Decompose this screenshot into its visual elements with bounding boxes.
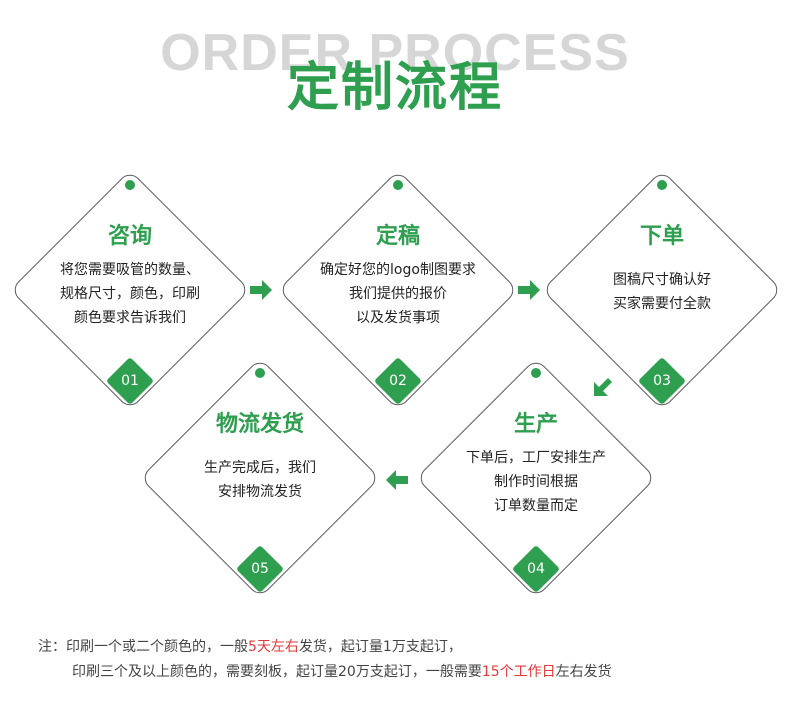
- step-description-line: 图稿尺寸确认好: [613, 272, 711, 288]
- arrow-left-icon: [386, 470, 408, 490]
- hang-hole-icon: [393, 180, 403, 190]
- step-card-production: 生产 下单后，工厂安排生产 制作时间根据 订单数量而定 04: [415, 357, 657, 599]
- hang-hole-icon: [657, 180, 667, 190]
- step-title: 生产: [513, 412, 558, 437]
- arrow-right-icon: [250, 280, 272, 300]
- step-description-line: 下单后，工厂安排生产: [466, 450, 606, 466]
- hang-hole-icon: [255, 368, 265, 378]
- step-description: 图稿尺寸确认好 买家需要付全款: [542, 268, 782, 316]
- step-description: 确定好您的logo制图要求 我们提供的报价 以及发货事项: [278, 258, 518, 330]
- step-description: 生产完成后，我们 安排物流发货: [140, 456, 380, 504]
- step-description-line: 将您需要吸管的数量、: [60, 262, 200, 278]
- step-title: 下单: [639, 224, 684, 249]
- step-description-line: 订单数量而定: [494, 498, 578, 514]
- hang-hole-icon: [531, 368, 541, 378]
- note-line-2: 印刷三个及以上颜色的，需要刻板，起订量20万支起订，一般需要15个工作日左右发货: [72, 664, 612, 680]
- step-card-consult: 咨询 将您需要吸管的数量、 规格尺寸，颜色，印刷 颜色要求告诉我们 01: [9, 169, 251, 411]
- step-title: 咨询: [107, 224, 152, 249]
- step-title: 定稿: [375, 224, 420, 249]
- step-description-line: 我们提供的报价: [349, 286, 447, 302]
- step-description-line: 确定好您的logo制图要求: [320, 262, 476, 278]
- step-number-badge: 01: [105, 356, 155, 406]
- step-number-badge: 03: [637, 356, 687, 406]
- step-description-line: 规格尺寸，颜色，印刷: [60, 286, 200, 302]
- step-description-line: 安排物流发货: [218, 484, 302, 500]
- step-description: 将您需要吸管的数量、 规格尺寸，颜色，印刷 颜色要求告诉我们: [10, 258, 250, 330]
- step-number-badge: 02: [373, 356, 423, 406]
- step-description-line: 颜色要求告诉我们: [74, 310, 186, 326]
- arrow-down-left-icon: [594, 378, 612, 396]
- page-title: 定制流程: [286, 58, 503, 118]
- step-card-order: 下单 图稿尺寸确认好 买家需要付全款 03: [541, 169, 783, 411]
- step-description-line: 以及发货事项: [356, 310, 440, 326]
- arrow-right-icon: [518, 280, 540, 300]
- step-number-badge: 05: [235, 544, 285, 594]
- hang-hole-icon: [125, 180, 135, 190]
- step-description-line: 买家需要付全款: [613, 296, 711, 312]
- step-card-shipping: 物流发货 生产完成后，我们 安排物流发货 05: [139, 357, 381, 599]
- step-title: 物流发货: [215, 412, 304, 437]
- step-description-line: 生产完成后，我们: [204, 460, 316, 476]
- note-line-1: 注：印刷一个或二个颜色的，一般5天左右发货，起订量1万支起订，: [38, 639, 462, 655]
- background-title: ORDER PROCESS: [160, 24, 630, 82]
- step-description: 下单后，工厂安排生产 制作时间根据 订单数量而定: [416, 446, 656, 518]
- step-number-badge: 04: [511, 544, 561, 594]
- step-description-line: 制作时间根据: [494, 474, 578, 490]
- step-card-finalize: 定稿 确定好您的logo制图要求 我们提供的报价 以及发货事项 02: [277, 169, 519, 411]
